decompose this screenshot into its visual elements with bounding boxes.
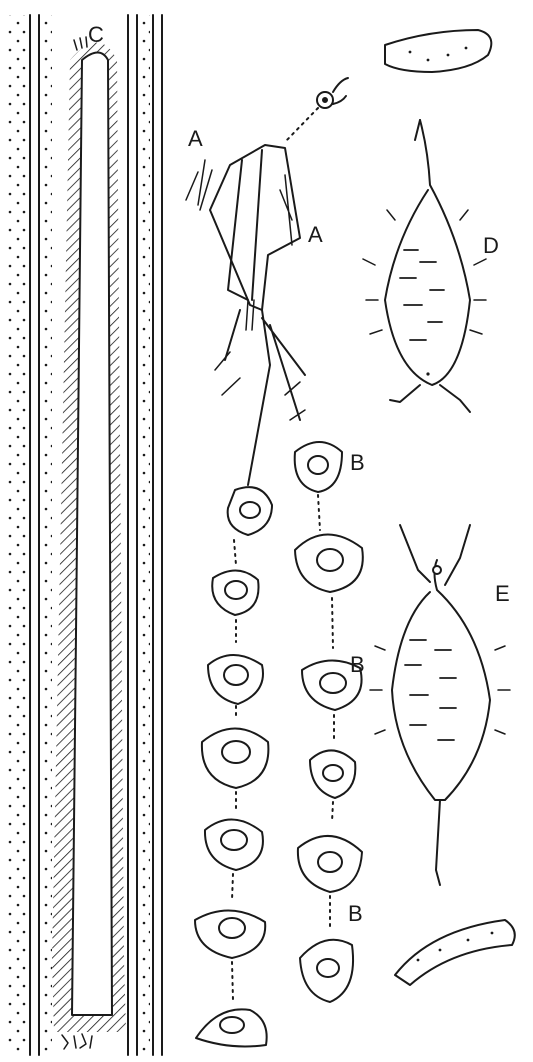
tube-c bbox=[52, 37, 126, 1049]
branching-hair-a bbox=[186, 78, 348, 485]
cell-chain-left bbox=[195, 487, 272, 1046]
label-c: C bbox=[88, 24, 104, 46]
fiber-bottom bbox=[395, 920, 515, 985]
label-b-upper: B bbox=[350, 452, 365, 474]
label-a-lower: A bbox=[308, 224, 323, 246]
spindle-cell-d bbox=[363, 120, 486, 412]
label-e: E bbox=[495, 583, 510, 605]
label-a-upper: A bbox=[188, 128, 203, 150]
fiber-top bbox=[385, 30, 491, 72]
label-b-middle: B bbox=[350, 654, 365, 676]
label-d: D bbox=[483, 235, 499, 257]
spindle-cell-e bbox=[370, 525, 510, 885]
label-b-lower: B bbox=[348, 903, 363, 925]
